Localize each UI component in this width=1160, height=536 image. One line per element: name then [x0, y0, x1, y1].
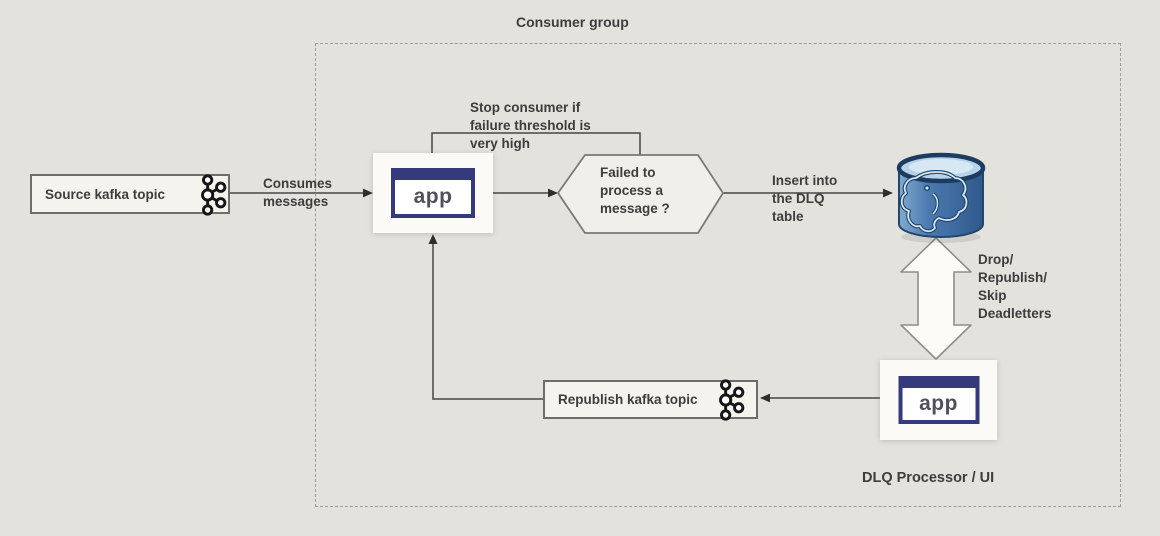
republish-topic-label: Republish kafka topic [558, 392, 698, 407]
edge-dlqapp-to-republish [760, 393, 880, 403]
arrowhead-right [548, 188, 558, 198]
stop-consumer-label: Stop consumer if failure threshold is ve… [470, 100, 591, 151]
kafka-icon [196, 172, 227, 218]
app-window-titlebar [902, 380, 975, 388]
dlq-actions-label: Drop/ Republish/ Skip Deadletters [978, 252, 1052, 321]
republish-kafka-topic-node: Republish kafka topic [543, 380, 758, 419]
arrowhead-left [760, 393, 770, 403]
double-arrow [900, 237, 972, 360]
edge-app-to-decision [493, 188, 558, 198]
arrowhead-right [883, 188, 893, 198]
edge-stop-consumer [431, 132, 641, 156]
source-kafka-topic-node: Source kafka topic [30, 174, 230, 214]
postgres-elephant-glyph [899, 170, 969, 234]
edge-insert-dlq [723, 188, 893, 198]
edge-consumes [229, 188, 373, 198]
arrowhead-up [428, 234, 438, 244]
consumer-group-label: Consumer group [516, 14, 629, 30]
app-window-icon: app [898, 376, 979, 424]
source-topic-label: Source kafka topic [45, 186, 166, 202]
consumer-group-boundary [315, 43, 1121, 507]
postgresql-database-icon [896, 152, 986, 243]
app-window-icon: app [391, 168, 475, 218]
app-window-titlebar [395, 172, 471, 180]
decision-label: Failed to process a message ? [600, 165, 670, 216]
dlq-app-label: app [919, 392, 958, 415]
decision-hexagon [556, 154, 725, 234]
dlq-processor-caption: DLQ Processor / UI [862, 470, 995, 486]
insert-dlq-label: Insert into the DLQ table [772, 173, 838, 224]
edge-republish-to-app [428, 234, 543, 400]
dlq-processor-app-node: app [880, 360, 997, 440]
consumer-app-label: app [413, 185, 453, 208]
arrowhead-right [363, 188, 373, 198]
consumer-app-node: app [373, 153, 493, 233]
kafka-icon [714, 377, 745, 423]
consumes-messages-label: Consumes messages [263, 176, 333, 209]
